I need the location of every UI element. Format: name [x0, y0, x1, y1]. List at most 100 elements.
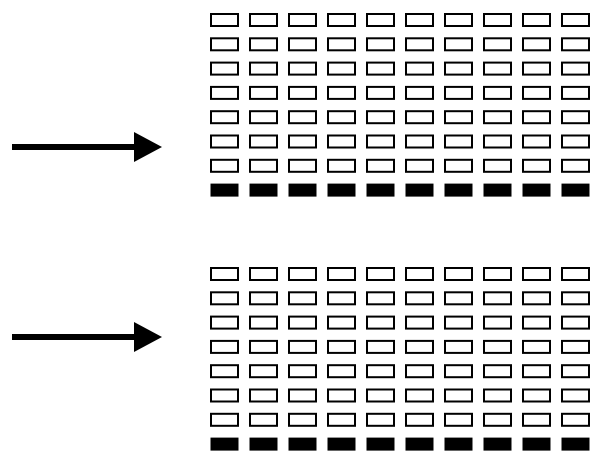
- empty-cell: [288, 13, 317, 27]
- empty-cell: [366, 412, 395, 427]
- right-arrow-icon: [134, 322, 162, 352]
- empty-cell: [210, 110, 239, 125]
- empty-cell: [327, 388, 356, 403]
- empty-cell: [522, 61, 551, 76]
- empty-cell: [288, 134, 317, 149]
- empty-cell: [444, 315, 473, 330]
- empty-cell: [210, 315, 239, 330]
- empty-cell: [366, 158, 395, 173]
- empty-cell: [405, 291, 434, 306]
- arrow-top: [12, 132, 162, 162]
- filled-cell: [483, 183, 512, 197]
- empty-cell: [327, 291, 356, 306]
- empty-cell: [249, 61, 278, 76]
- empty-cell: [405, 37, 434, 52]
- empty-cell: [327, 85, 356, 100]
- empty-cell: [522, 339, 551, 354]
- empty-cell: [366, 85, 395, 100]
- empty-cell: [522, 158, 551, 173]
- empty-cell: [522, 388, 551, 403]
- empty-cell: [249, 291, 278, 306]
- filled-cell: [444, 437, 473, 451]
- empty-cell: [405, 388, 434, 403]
- empty-cell: [522, 364, 551, 379]
- empty-cell: [483, 158, 512, 173]
- filled-cell: [483, 437, 512, 451]
- empty-cell: [327, 158, 356, 173]
- empty-cell: [561, 61, 590, 76]
- filled-cell: [366, 183, 395, 197]
- empty-cell: [561, 158, 590, 173]
- empty-cell: [249, 37, 278, 52]
- empty-cell: [327, 110, 356, 125]
- empty-cell: [561, 85, 590, 100]
- empty-cell: [249, 85, 278, 100]
- empty-cell: [405, 158, 434, 173]
- empty-cell: [561, 339, 590, 354]
- empty-cell: [288, 61, 317, 76]
- empty-cell: [483, 267, 512, 281]
- empty-cell: [483, 412, 512, 427]
- empty-cell: [561, 110, 590, 125]
- empty-cell: [561, 412, 590, 427]
- empty-cell: [210, 13, 239, 27]
- empty-cell: [483, 388, 512, 403]
- empty-cell: [405, 13, 434, 27]
- empty-cell: [366, 37, 395, 52]
- empty-cell: [444, 364, 473, 379]
- empty-cell: [366, 339, 395, 354]
- empty-cell: [249, 364, 278, 379]
- filled-cell: [249, 437, 278, 451]
- empty-cell: [561, 291, 590, 306]
- empty-cell: [249, 339, 278, 354]
- empty-cell: [522, 85, 551, 100]
- empty-cell: [366, 110, 395, 125]
- empty-cell: [483, 37, 512, 52]
- empty-cell: [444, 412, 473, 427]
- empty-cell: [405, 134, 434, 149]
- empty-cell: [561, 315, 590, 330]
- empty-cell: [483, 110, 512, 125]
- empty-cell: [327, 315, 356, 330]
- empty-cell: [366, 364, 395, 379]
- empty-cell: [522, 13, 551, 27]
- empty-cell: [288, 158, 317, 173]
- filled-cell: [210, 437, 239, 451]
- filled-cell: [444, 183, 473, 197]
- empty-cell: [210, 61, 239, 76]
- empty-cell: [249, 412, 278, 427]
- empty-cell: [444, 110, 473, 125]
- empty-cell: [249, 388, 278, 403]
- empty-cell: [444, 388, 473, 403]
- empty-cell: [366, 315, 395, 330]
- empty-cell: [366, 291, 395, 306]
- empty-cell: [366, 267, 395, 281]
- empty-cell: [561, 364, 590, 379]
- empty-cell: [483, 339, 512, 354]
- empty-cell: [288, 85, 317, 100]
- empty-cell: [288, 364, 317, 379]
- filled-cell: [405, 183, 434, 197]
- empty-cell: [366, 13, 395, 27]
- empty-cell: [405, 339, 434, 354]
- filled-cell: [288, 437, 317, 451]
- empty-cell: [522, 110, 551, 125]
- filled-cell: [561, 437, 590, 451]
- empty-cell: [522, 315, 551, 330]
- empty-cell: [210, 37, 239, 52]
- empty-cell: [288, 412, 317, 427]
- empty-cell: [405, 315, 434, 330]
- empty-cell: [561, 37, 590, 52]
- empty-cell: [483, 364, 512, 379]
- empty-cell: [249, 315, 278, 330]
- empty-cell: [210, 267, 239, 281]
- empty-cell: [522, 291, 551, 306]
- empty-cell: [327, 412, 356, 427]
- filled-cell: [327, 437, 356, 451]
- arrow-bottom: [12, 322, 162, 352]
- empty-cell: [327, 13, 356, 27]
- empty-cell: [405, 412, 434, 427]
- empty-cell: [444, 85, 473, 100]
- empty-cell: [210, 339, 239, 354]
- empty-cell: [288, 267, 317, 281]
